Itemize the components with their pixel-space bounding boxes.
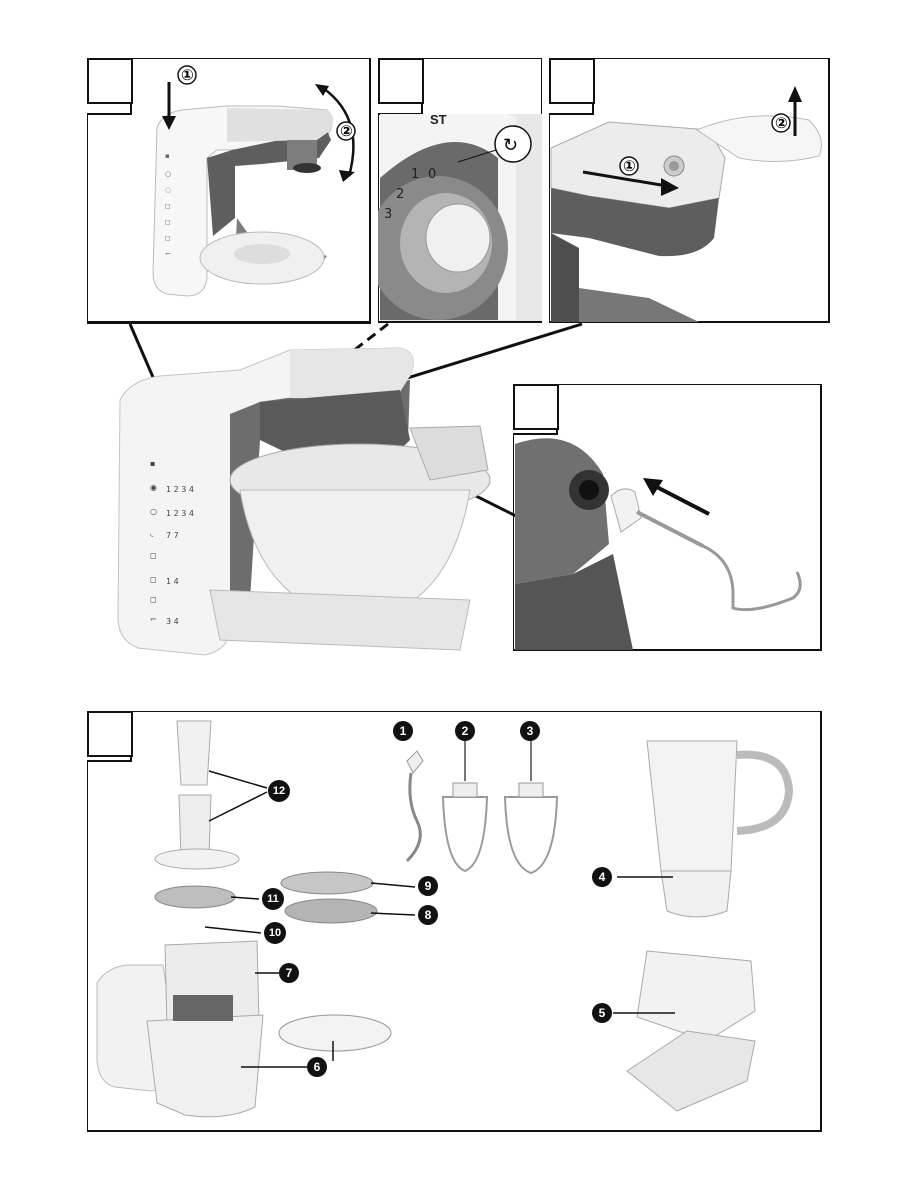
part-badge-2: 2: [455, 721, 475, 741]
part-badge-7: 7: [279, 963, 299, 983]
panel-a-step-1: ①: [181, 66, 194, 84]
panel-c-step-1: ①: [623, 157, 636, 175]
part-badge-10: 10: [264, 922, 286, 944]
svg-text:◟: ◟: [150, 529, 154, 538]
part-badge-5: 5: [592, 1003, 612, 1023]
svg-text:1: 1: [411, 167, 419, 182]
svg-text:1 4: 1 4: [166, 577, 179, 586]
dial-marks: 0 1 2 3: [384, 167, 436, 222]
svg-text:◻: ◻: [165, 218, 171, 226]
svg-text:7 7: 7 7: [166, 531, 179, 540]
svg-text:3 4: 3 4: [166, 617, 179, 626]
svg-text:○: ○: [150, 507, 157, 516]
svg-text:◻: ◻: [150, 575, 157, 584]
svg-text:◻: ◻: [165, 202, 171, 210]
panel-accessories: [87, 711, 822, 1132]
svg-text:◻: ◻: [165, 234, 171, 242]
svg-text:◻: ◻: [150, 595, 157, 604]
svg-text:0: 0: [428, 167, 436, 182]
panel-a-tab: [87, 58, 133, 104]
part-badge-6: 6: [307, 1057, 327, 1077]
part-badge-9: 9: [418, 876, 438, 896]
svg-text:◌: ◌: [165, 186, 171, 194]
svg-text:1 2 3 4: 1 2 3 4: [166, 509, 194, 518]
part-badge-4: 4: [592, 867, 612, 887]
panel-a-step-2: ②: [340, 122, 353, 140]
svg-text:○: ○: [165, 170, 171, 178]
svg-text:⌐: ⌐: [150, 615, 157, 624]
part-badge-8: 8: [418, 905, 438, 925]
svg-text:◻: ◻: [150, 551, 157, 560]
function-icons: ▪ ◉ ○ ◟ ◻ ◻ ◻ ⌐ 1 2 3 4 1 2 3 4 7 7 1 4 3 4: [150, 459, 194, 626]
svg-text:1 2 3 4: 1 2 3 4: [166, 485, 194, 494]
panel-c-step-2: ②: [775, 114, 788, 132]
part-badge-3: 3: [520, 721, 540, 741]
lock-symbol: ↻: [503, 135, 518, 155]
svg-text:⌐: ⌐: [165, 250, 171, 258]
part-badge-12: 12: [268, 780, 290, 802]
main-mixer: ▪ ◉ ○ ◟ ◻ ◻ ◻ ⌐ 1 2 3 4 1 2 3 4 7 7 1 4 3 4: [117, 347, 491, 656]
svg-text:2: 2: [396, 187, 404, 202]
part-badge-11: 11: [262, 888, 284, 910]
panel-insert-tool: [513, 384, 822, 651]
panel-speed-dial: ST 0 1 2 3 ↻: [378, 58, 542, 323]
panel-lock-arm-illustration: ▪ ○ ◌ ◻ ◻ ◻ ⌐ ① ②: [87, 58, 371, 323]
svg-text:▪: ▪: [150, 459, 155, 468]
svg-text:▪: ▪: [165, 152, 170, 160]
svg-text:◉: ◉: [150, 483, 157, 492]
brand-fragment: ST: [430, 112, 447, 127]
panel-remove-cover: ① ②: [549, 58, 830, 323]
svg-text:3: 3: [384, 207, 392, 222]
part-badge-1: 1: [393, 721, 413, 741]
